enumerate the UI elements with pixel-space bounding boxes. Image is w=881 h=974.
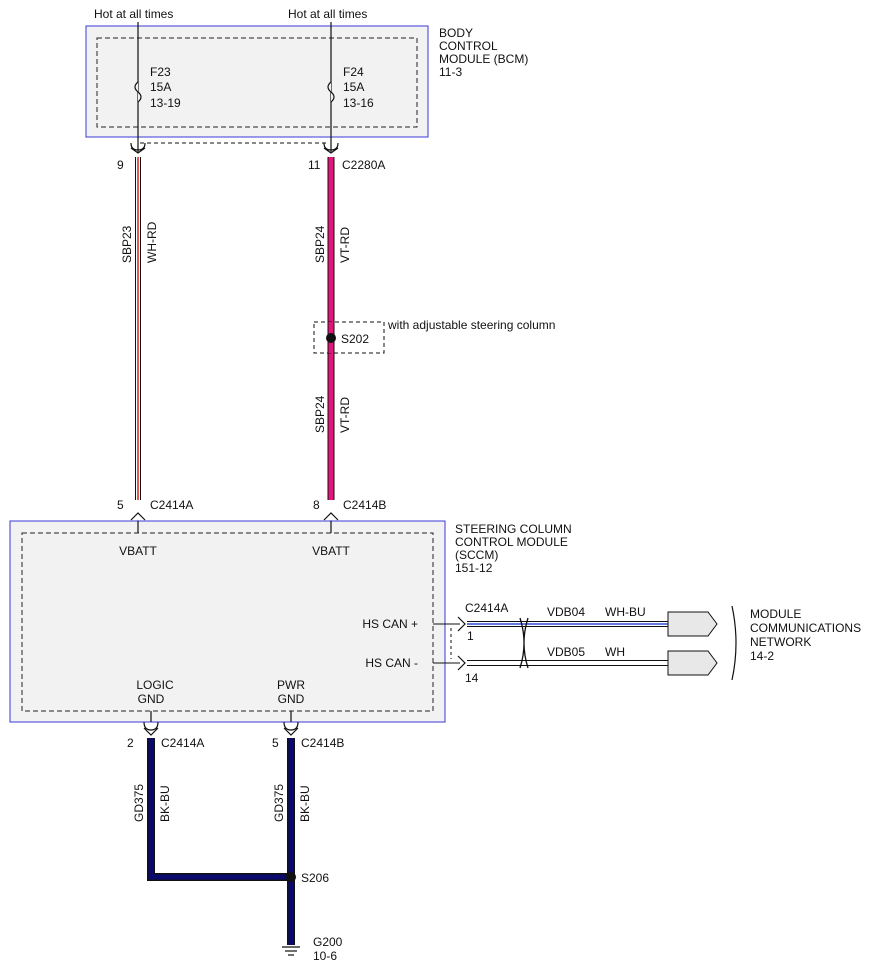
power-label-right: Hot at all times [288, 7, 367, 21]
sccm-pin-pwr-gnd-2: GND [278, 692, 305, 706]
twisted-pair-symbol [519, 617, 529, 669]
gnd-right-color: BK-BU [298, 785, 312, 822]
bcm-connector-id: C2280A [342, 158, 385, 172]
sccm-right-conn: C2414B [343, 498, 386, 512]
wire-right-color-2: VT-RD [338, 397, 352, 433]
ground-id: G200 [313, 935, 343, 949]
gnd-left-conn: C2414A [161, 736, 204, 750]
network-line1: MODULE [750, 607, 801, 621]
fuse-f23-ref: 13-19 [150, 96, 181, 110]
power-label-left: Hot at all times [94, 7, 173, 21]
network-bracket [731, 605, 737, 681]
sccm-name-line1: STEERING COLUMN [455, 522, 572, 536]
sccm-module-box [9, 520, 446, 723]
splice-s202-note: with adjustable steering column [387, 318, 555, 332]
fuse-f24-ref: 13-16 [343, 96, 374, 110]
fuse-f24-id: F24 [343, 65, 364, 79]
bcm-right-connector-mark [323, 142, 339, 154]
sccm-pin-logic-gnd-1: LOGIC [136, 678, 174, 692]
sccm-left-pin: 5 [117, 498, 124, 512]
splice-s202-label: S202 [341, 332, 369, 346]
gnd-left-connector-mark [143, 721, 159, 736]
fuse-f23-id: F23 [150, 65, 171, 79]
can-connector-id: C2414A [465, 601, 508, 615]
sccm-pin-vbatt-right: VBATT [312, 544, 350, 558]
splice-s202-dot [326, 333, 336, 343]
can-hi-connector-mark [457, 616, 466, 632]
sccm-pin-pwr-gnd-1: PWR [277, 678, 305, 692]
bcm-module-inner-dash [96, 37, 418, 128]
sccm-right-pin: 8 [313, 498, 320, 512]
bcm-name-line2: CONTROL [439, 39, 498, 53]
gnd-right-pin: 5 [272, 736, 279, 750]
fuse-f24-symbol [327, 81, 335, 103]
gnd-right-circuit: GD375 [272, 784, 286, 822]
wire-right-circuit: SBP24 [313, 225, 327, 263]
splice-s206-label: S206 [301, 871, 329, 885]
sccm-pin-can-hi: HS CAN + [362, 617, 418, 631]
wire-bk-bu-left-outline [147, 738, 291, 881]
bcm-ref: 11-3 [439, 65, 462, 79]
fuse-f24-rating: 15A [343, 80, 364, 94]
can-lo-color: WH [605, 645, 625, 659]
gnd-right-connector-mark [283, 721, 299, 736]
can-hi-pin: 1 [467, 629, 474, 643]
sccm-name-line3: (SCCM) [455, 548, 498, 562]
bcm-right-pin: 11 [308, 158, 321, 172]
wire-left-circuit: SBP23 [120, 225, 134, 263]
network-ref: 14-2 [750, 649, 774, 663]
wire-bk-bu-left [148, 738, 291, 880]
gnd-right-conn: C2414B [301, 736, 344, 750]
wire-left-color: WH-RD [145, 221, 159, 263]
splice-s202-optional-box [313, 321, 385, 354]
can-lo-pin: 14 [465, 671, 479, 685]
network-arrow-can-hi [667, 611, 718, 637]
sccm-name-line2: CONTROL MODULE [455, 535, 568, 549]
sccm-ref: 151-12 [455, 561, 493, 575]
bcm-left-connector-mark [130, 142, 146, 154]
can-lo-connector-mark [457, 655, 466, 671]
sccm-pin-can-lo: HS CAN - [365, 656, 418, 670]
bcm-module-box [85, 25, 429, 138]
ground-ref: 10-6 [313, 949, 337, 963]
gnd-left-pin: 2 [127, 736, 134, 750]
bcm-left-pin: 9 [117, 158, 124, 172]
can-hi-circuit: VDB04 [547, 605, 585, 619]
wire-right-circuit-2: SBP24 [313, 395, 327, 433]
can-hi-color: WH-BU [605, 605, 646, 619]
bcm-name-line3: MODULE (BCM) [439, 52, 528, 66]
fuse-f23-rating: 15A [150, 80, 171, 94]
sccm-module-inner-dash [21, 532, 434, 712]
network-line2: COMMUNICATIONS [750, 621, 861, 635]
gnd-left-color: BK-BU [158, 785, 172, 822]
network-arrow-can-lo [667, 650, 718, 676]
network-line3: NETWORK [750, 635, 811, 649]
sccm-pin-logic-gnd-2: GND [138, 692, 165, 706]
splice-s206-dot [286, 872, 296, 882]
sccm-pin-vbatt-left: VBATT [119, 544, 157, 558]
bcm-name-line1: BODY [439, 26, 473, 40]
gnd-left-circuit: GD375 [132, 784, 146, 822]
fuse-f23-symbol [134, 81, 142, 103]
sccm-left-conn: C2414A [150, 498, 193, 512]
wire-right-color: VT-RD [338, 227, 352, 263]
can-lo-circuit: VDB05 [547, 645, 585, 659]
